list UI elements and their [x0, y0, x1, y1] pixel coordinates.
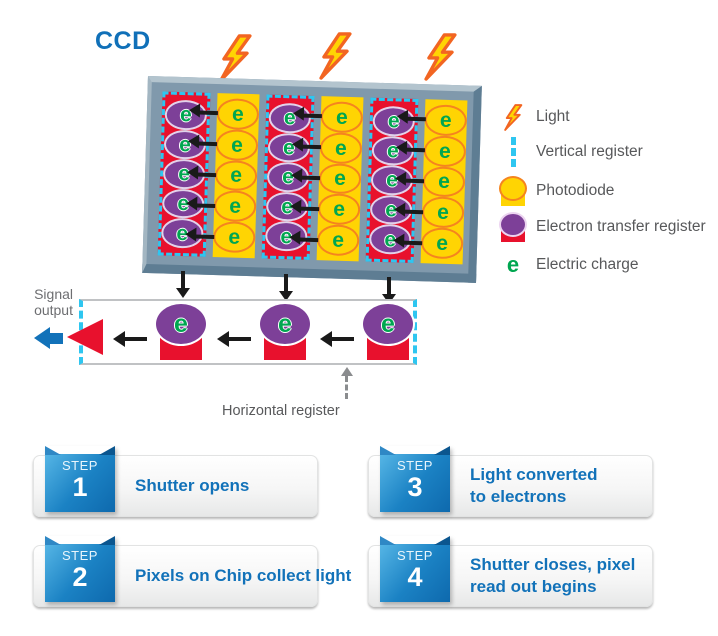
- step-word: STEP: [62, 458, 98, 473]
- charge-down-arrow: [176, 271, 190, 298]
- step-badge: STEP 4: [380, 536, 450, 602]
- register-charge-packet: e: [361, 302, 415, 360]
- legend-item-light: Light: [494, 102, 570, 132]
- step-4: STEP 4 Shutter closes, pixel read out be…: [368, 536, 665, 620]
- page-title: CCD: [95, 27, 151, 55]
- horizontal-register-pointer-arrow: [341, 367, 353, 399]
- horizontal-register-label: Horizontal register: [222, 403, 340, 419]
- vertical-register-icon: [494, 137, 532, 167]
- photodiode-cell: e: [316, 224, 360, 257]
- charge-down-arrow: [279, 274, 293, 301]
- light-bolt-icon: [217, 34, 253, 82]
- step-number: 4: [407, 562, 423, 592]
- legend-item-electric-charge: e Electric charge: [494, 252, 639, 278]
- arrow-tail: [50, 332, 63, 344]
- light-bolt-icon: [317, 32, 353, 80]
- register-charge-packet: e: [258, 302, 312, 360]
- electron-transfer-register-icon: [494, 211, 532, 242]
- register-charge-packet: e: [154, 302, 208, 360]
- photodiode-cell: e: [212, 221, 256, 254]
- legend-label: Light: [536, 108, 570, 125]
- photodiode-cell: e: [215, 128, 259, 161]
- step-text: Light converted to electrons: [470, 465, 598, 506]
- step-badge: STEP 1: [45, 446, 115, 512]
- step-word: STEP: [62, 548, 98, 563]
- photodiode-cell: e: [214, 159, 258, 192]
- step-number: 3: [407, 472, 423, 502]
- step-number: 2: [72, 562, 88, 592]
- step-2: STEP 2 Pixels on Chip collect light: [33, 536, 351, 620]
- legend-label: Vertical register: [536, 143, 643, 160]
- photodiode-cell: e: [320, 101, 364, 134]
- step-1: STEP 1 Shutter opens: [33, 446, 330, 530]
- legend-label: Electron transfer register: [536, 217, 706, 235]
- photodiode-cell: e: [319, 131, 363, 164]
- horizontal-register-box: [79, 299, 417, 365]
- photodiode-cell: e: [318, 162, 362, 195]
- step-badge: STEP 3: [380, 446, 450, 512]
- electric-charge: e: [361, 302, 415, 346]
- step-badge: STEP 2: [45, 536, 115, 602]
- charge-left-arrow: [217, 331, 251, 347]
- photodiode-cell: e: [216, 98, 260, 131]
- step-number: 1: [72, 472, 88, 502]
- legend-label: Photodiode: [536, 181, 615, 199]
- signal-output-arrow-icon: [34, 327, 63, 349]
- photodiode-cell: e: [420, 227, 464, 260]
- step-text: Pixels on Chip collect light: [135, 566, 352, 586]
- photodiode-cell: e: [424, 104, 468, 137]
- charge-down-arrow: [382, 277, 396, 304]
- legend-item-vertical-register: Vertical register: [494, 136, 643, 168]
- step-text: Shutter closes, pixel read out begins: [470, 555, 636, 596]
- step-word: STEP: [397, 458, 433, 473]
- arrow-head: [34, 327, 50, 349]
- signal-output-label: Signal output: [34, 286, 73, 318]
- step-text: Shutter opens: [135, 476, 250, 496]
- step-3: STEP 3 Light converted to electrons: [368, 446, 665, 530]
- charge-left-arrow: [320, 331, 354, 347]
- photodiode-cell: e: [422, 165, 466, 198]
- photodiode-icon: [494, 175, 532, 206]
- electric-charge-icon: e: [506, 252, 520, 277]
- light-bolt-icon: [422, 33, 458, 81]
- electric-charge: e: [154, 302, 208, 346]
- light-bolt-icon: [494, 103, 532, 131]
- legend-item-electron-transfer-register: Electron transfer register: [494, 211, 706, 242]
- photodiode-cell: e: [421, 196, 465, 229]
- photodiode-cell: e: [317, 193, 361, 226]
- charge-left-arrow: [113, 331, 147, 347]
- legend-item-photodiode: Photodiode: [494, 175, 614, 206]
- step-word: STEP: [397, 548, 433, 563]
- photodiode-cell: e: [213, 190, 257, 223]
- photodiode-cell: e: [423, 135, 467, 168]
- output-amplifier-triangle: [67, 319, 103, 355]
- legend-label: Electric charge: [536, 256, 639, 273]
- electric-charge: e: [258, 302, 312, 346]
